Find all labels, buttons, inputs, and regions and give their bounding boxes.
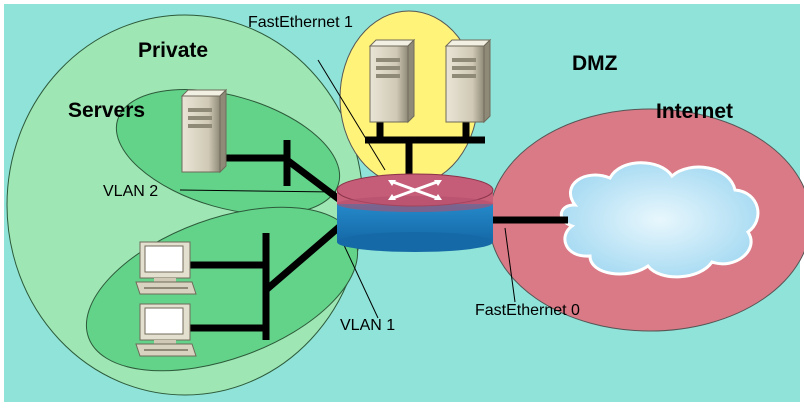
cable-vlan1-router bbox=[263, 219, 348, 293]
router-icon bbox=[336, 173, 494, 252]
cable-vlan2-router bbox=[284, 157, 343, 203]
server-icon bbox=[368, 38, 416, 124]
fastethernet0-label: FastEthernet 0 bbox=[475, 302, 580, 319]
private-zone-label: Private bbox=[138, 39, 208, 62]
workstation-icon bbox=[135, 303, 197, 357]
callout-line-fe1 bbox=[317, 59, 386, 171]
server-icon bbox=[180, 88, 228, 174]
internet-zone-label: Internet bbox=[656, 100, 733, 123]
servers-zone-label: Servers bbox=[68, 99, 145, 122]
callout-line-fe0 bbox=[504, 227, 516, 303]
cables bbox=[190, 122, 568, 340]
callout-line-vlan2 bbox=[179, 189, 337, 193]
fastethernet1-label: FastEthernet 1 bbox=[248, 14, 353, 31]
dmz-zone-label: DMZ bbox=[572, 52, 618, 75]
workstation-icon bbox=[135, 241, 197, 295]
cloud-icon bbox=[560, 161, 760, 279]
server-icon bbox=[444, 38, 492, 124]
vlan1-label: VLAN 1 bbox=[340, 317, 395, 334]
vlan2-label: VLAN 2 bbox=[103, 183, 158, 200]
